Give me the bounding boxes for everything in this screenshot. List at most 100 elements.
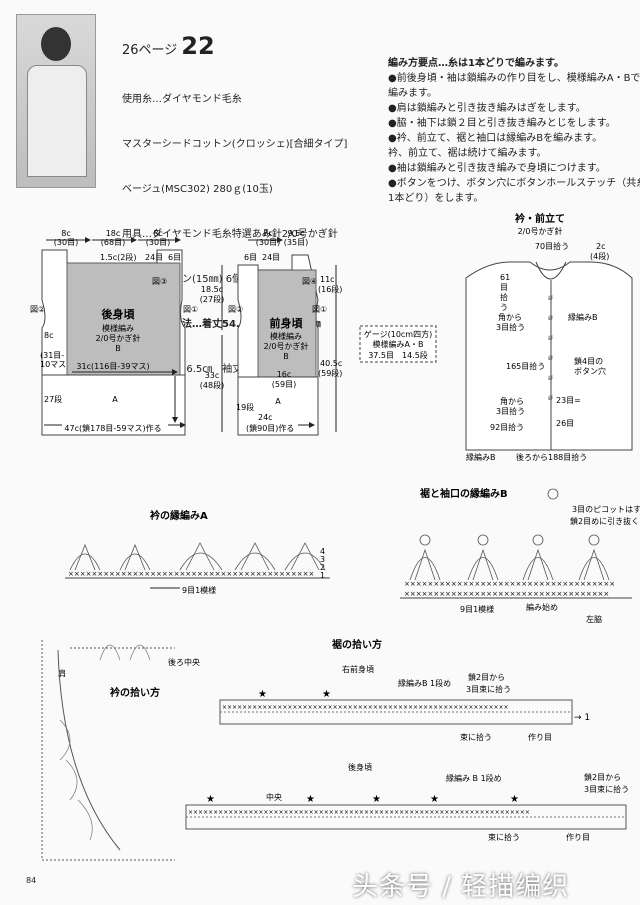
step: ●ボタンをつけ、ボタン穴にボタンホールステッチ（共糸 (388, 178, 640, 189)
row-num: 2 (320, 563, 325, 572)
repeat-label: 9目1模様 (182, 585, 216, 595)
hem-pickup-title: 裾の拾い方 (332, 638, 382, 651)
svg-text:ø: ø (548, 333, 553, 342)
row-label: 26目 (556, 419, 574, 428)
button-label: 鎖4目の (574, 356, 603, 366)
chain-label: 3目束に拾う (466, 684, 511, 694)
height-label: 18.5c (201, 285, 223, 294)
svg-text:★: ★ (430, 794, 439, 805)
front-body-sub: 2/0号かぎ針 (264, 341, 309, 351)
picot-label: 鎖2目めに引き抜く (570, 516, 639, 526)
row1-label: 縁編みB 1段め (398, 678, 451, 688)
dim-label: 9.5c (287, 229, 304, 238)
collar-two-rows: (4段) (590, 251, 609, 261)
pick-label: 70目拾う (535, 241, 569, 251)
svg-text:ø: ø (548, 293, 553, 302)
back-center-label: 後ろ中央 (168, 657, 200, 667)
work-label: 作り目 (566, 832, 590, 842)
front-body-sub: 模様編み (270, 331, 302, 341)
watermark: 头条号 / 轻描编织 (352, 872, 570, 902)
fig4-label: 図④ (302, 277, 317, 286)
collar-title: 衿・前立て (515, 212, 565, 225)
dim-label: 8c (61, 229, 71, 238)
right-label: 40.5c (320, 359, 342, 368)
svg-text:××××××××××××××××××××××××××××××: ×××××××××××××××××××××××××××××××××××× (404, 580, 615, 588)
pick-label: 165目拾う (506, 361, 545, 371)
back-body-sub: 模様編み (102, 323, 134, 333)
front-body-title: 前身頃 (270, 316, 304, 330)
front-body-shade (257, 269, 317, 378)
side-rows: 10マス (40, 360, 66, 369)
collar-front-diagram: 衿・前立て 2/0号かぎ針 70目拾う 2c (4段) 61 目 拾 う 角から… (465, 212, 633, 462)
fig2-label: 図② (30, 305, 45, 314)
side-rows: (31目- (40, 351, 64, 360)
spec-line: ベージュ(MSC302) 280ｇ(10玉) (122, 184, 273, 195)
work-label: 作り目 (528, 732, 552, 742)
page-ref: 26ページ (122, 43, 178, 58)
pick-label: う (500, 303, 508, 312)
dim-label: 8c (263, 229, 273, 238)
instructions-title: 編み方要点…糸は1本どりで編みます。 (388, 58, 564, 69)
back-body-diagram: (30目) 8c 18c (68目) 8c (30目) 1.5c(2段) 24目… (30, 229, 224, 436)
side-label: 8c (44, 331, 54, 340)
svg-text:××××××××××××××××××××××××××××××: ××××××××××××××××××××××××××××××××××××××××… (188, 809, 530, 816)
pick-label: 61 (500, 273, 510, 282)
row-label: 23目= (556, 396, 581, 405)
dim-label: (30目) (256, 238, 280, 247)
corner-label: 3目拾う (496, 322, 525, 332)
step: ●袖は鎖編みと引き抜き編みで身頃につけます。 (388, 163, 606, 174)
bottom-label: 24c (258, 413, 273, 422)
svg-text:★: ★ (510, 794, 519, 805)
back-label: 後身頃 (348, 762, 372, 772)
bundle-label: 束に拾う (460, 732, 492, 742)
collar-pickup-title: 衿の拾い方 (110, 686, 160, 699)
pattern-number: 22 (181, 32, 215, 60)
neck-right: 24目 (145, 253, 163, 262)
inner-label: (59目) (272, 380, 296, 389)
instructions: 編み方要点…糸は1本どりで編みます。 ●前後身頃・袖は鎖編みの作り目をし、模様編… (388, 56, 640, 206)
spec-line: 用具…ダイヤモンド毛糸特選あみ針2/0号かぎ針 (122, 229, 338, 240)
collar-needle: 2/0号かぎ針 (518, 226, 563, 236)
svg-text:★: ★ (206, 794, 215, 805)
gauge-line: 模様編みA・B (373, 339, 424, 349)
svg-text:ø: ø (548, 353, 553, 362)
neck-rows: 6目 (168, 253, 181, 262)
right-front-label: 右前身頃 (342, 664, 374, 674)
edge-b-label: 縁編みB (466, 452, 496, 462)
pick-label: 目 (500, 283, 508, 292)
row-num: 3 (320, 555, 325, 564)
step: ●衿、前立て、裾と袖口は縁編みBを編みます。 (388, 133, 603, 144)
svg-text:××××××××××××××××××××××××××××××: ××××××××××××××××××××××××××××××××××××××××… (222, 704, 509, 711)
bottom-label: (鎖90目)作る (246, 423, 294, 433)
inner-label: 16c (277, 370, 292, 379)
fig1-label: 図① (183, 305, 198, 314)
step: 1本どり）をします。 (388, 193, 484, 204)
waist-label: 31c(116目-39マス) (76, 362, 149, 371)
pick-label: 後ろから188目拾う (516, 452, 587, 462)
back-body-shade (66, 262, 181, 376)
right-label: 11c (320, 275, 335, 284)
edge-b-title: 裾と袖口の縁編みB (420, 487, 508, 500)
corner-label: 角から (498, 312, 522, 322)
edge-b-label: 縁編みB (568, 312, 598, 322)
center-label: 中央 (266, 792, 282, 802)
button-label: ボタン穴 (574, 366, 606, 376)
start-label: 編み始め (526, 602, 558, 612)
gauge-line: 37.5目 14.5段 (368, 350, 428, 360)
dim-label: (30目) (146, 238, 170, 247)
pick-label: 拾 (500, 292, 508, 302)
repeat-label: 9目1模様 (460, 604, 494, 614)
fig1-label: 図① (312, 305, 327, 314)
height-label: (48段) (200, 380, 224, 390)
back-body-sub: B (115, 344, 121, 353)
chain-label: 鎖2目から (584, 772, 621, 782)
svg-text:★: ★ (306, 794, 315, 805)
step: ●脇・袖下は鎖２目と引き抜き編みとじをします。 (388, 118, 616, 129)
fig3-label: 図③ (152, 277, 167, 286)
svg-text:★: ★ (258, 689, 267, 700)
step: ●前後身頃・袖は鎖編みの作り目をし、模様編みA・Bで (388, 73, 640, 84)
fig2-label: 図② (228, 305, 243, 314)
right-label: (16段) (318, 284, 342, 294)
svg-text:ø: ø (548, 313, 553, 322)
